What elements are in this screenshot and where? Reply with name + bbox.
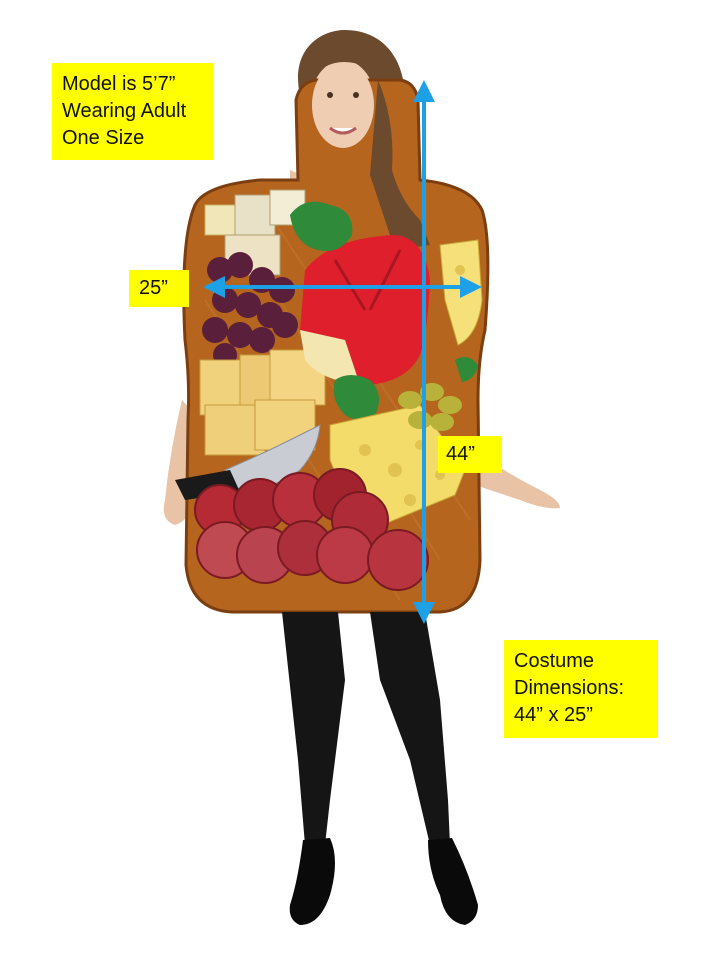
model-right-arm — [460, 440, 560, 509]
red-wax-cheese-wheel — [300, 235, 430, 385]
model-info-label: Model is 5’7” Wearing Adult One Size — [52, 63, 213, 160]
grapes — [202, 252, 298, 367]
costume-dimensions-label: Costume Dimensions: 44” x 25” — [504, 640, 658, 738]
model-smile — [329, 126, 357, 135]
height-arrow — [413, 80, 435, 624]
salami — [194, 468, 429, 591]
model-legs — [282, 612, 450, 845]
model-face-front — [312, 62, 374, 148]
height-value: 44” — [446, 443, 475, 465]
dims-line: 44” x 25” — [514, 704, 593, 726]
height-label: 44” — [438, 436, 502, 473]
width-arrow — [203, 276, 482, 298]
model-info-line: One Size — [62, 127, 145, 149]
width-value: 25” — [139, 277, 168, 299]
dims-line: Costume — [514, 650, 595, 672]
model-hair-right — [370, 80, 430, 250]
model-info-line: Model is 5’7” — [62, 73, 176, 95]
dims-line: Dimensions: — [514, 677, 625, 699]
width-label: 25” — [129, 270, 189, 307]
herb-garnish — [290, 201, 478, 420]
model-shoes — [289, 838, 478, 925]
model-info-line: Wearing Adult — [62, 100, 187, 122]
